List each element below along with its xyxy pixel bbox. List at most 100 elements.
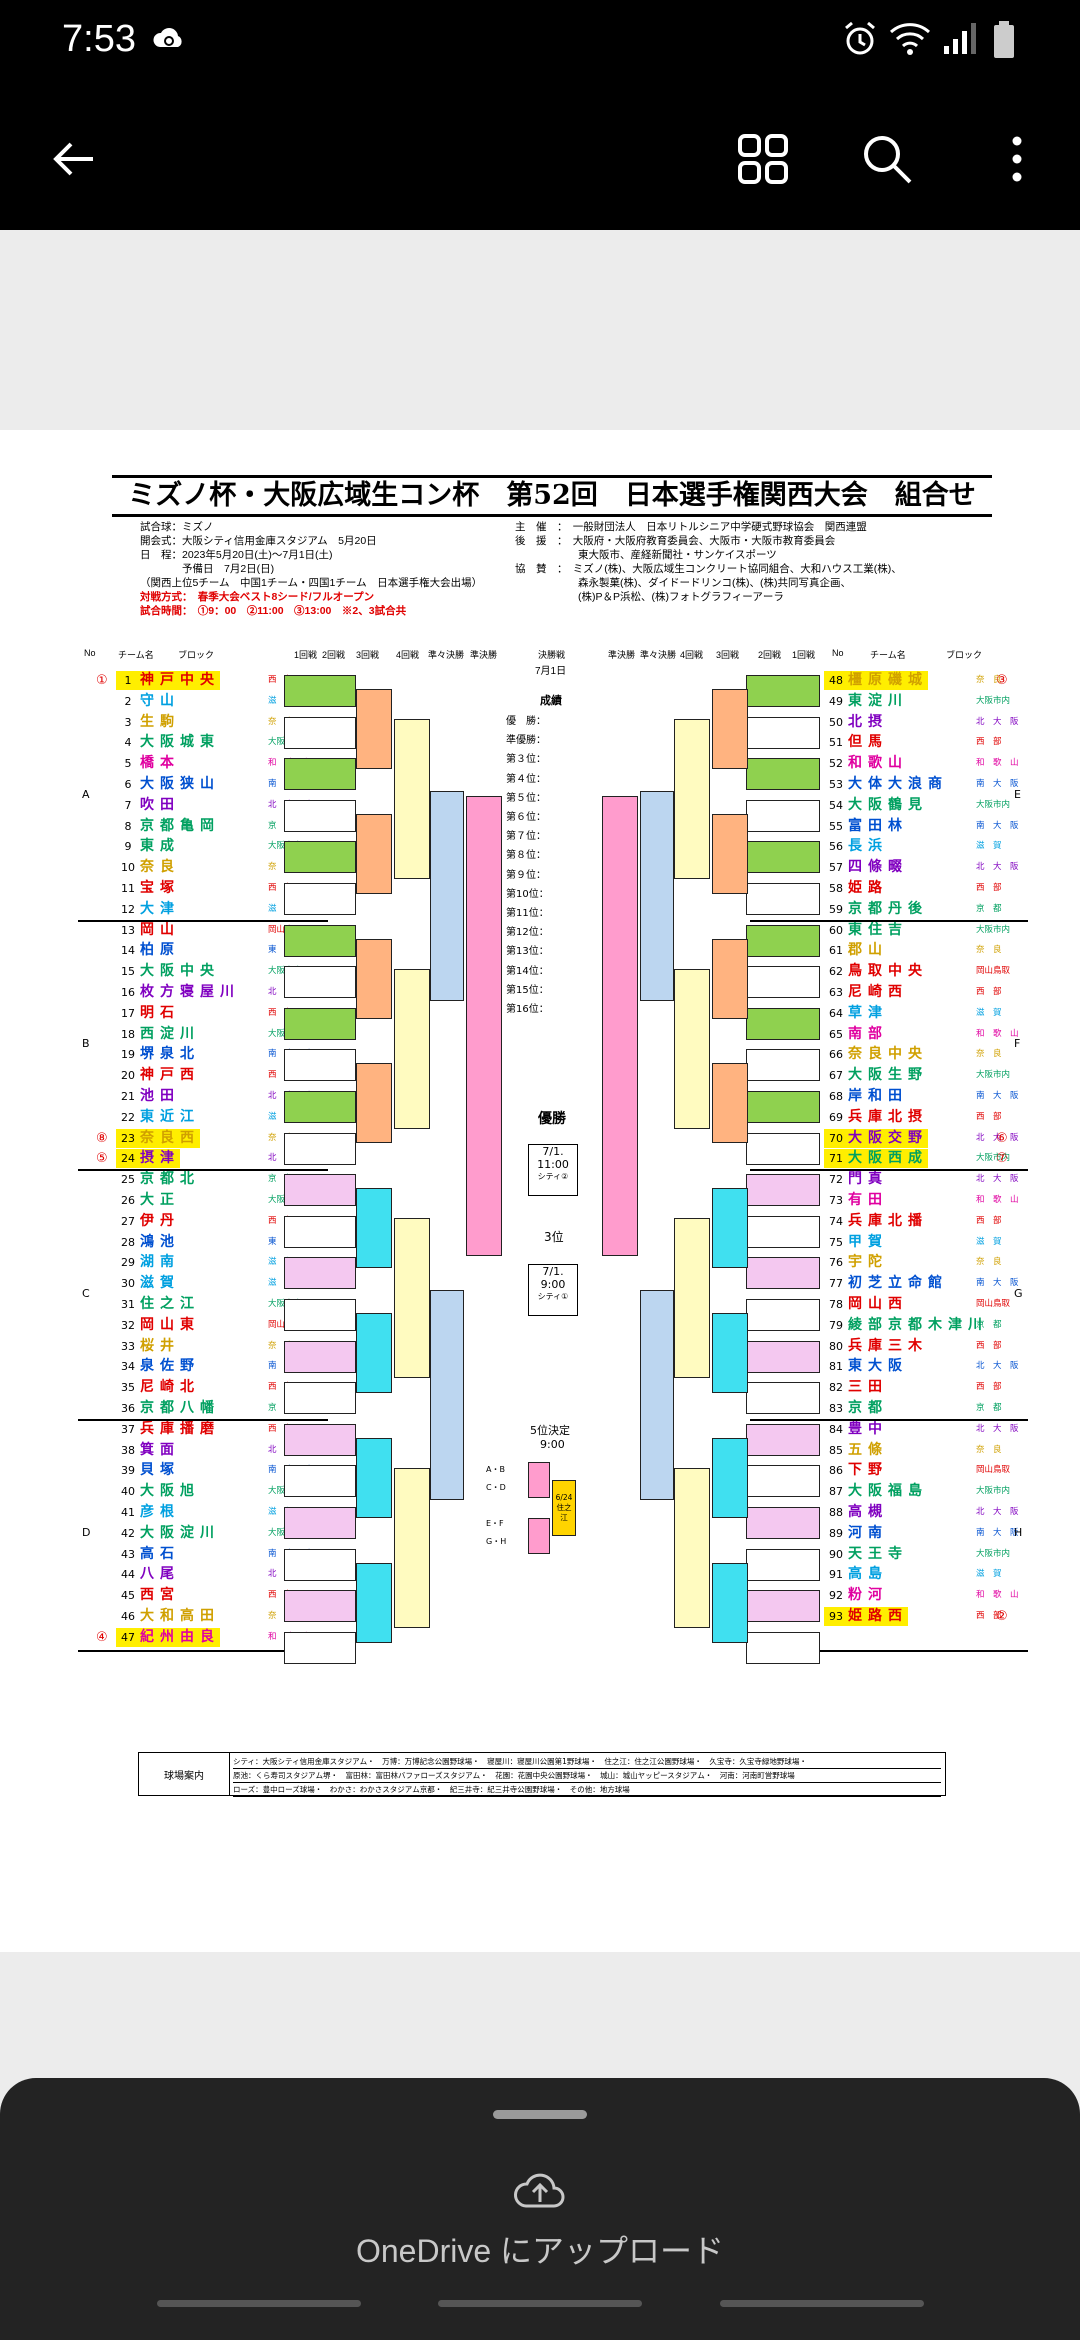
team-number: 66 xyxy=(829,1048,843,1062)
grid-view-button[interactable] xyxy=(728,124,798,194)
team-name: 岸和田 xyxy=(848,1088,908,1104)
team-name: 東住吉 xyxy=(848,921,908,938)
champion-line: 11:00 xyxy=(537,1158,569,1171)
search-button[interactable] xyxy=(852,124,922,194)
nav-indicator-left xyxy=(157,2300,361,2307)
round-header-left: 3回戦 xyxy=(356,650,380,660)
team-name: 岡山 xyxy=(140,921,180,938)
team-block: 滋 賀 xyxy=(268,695,294,706)
team-number: 2 xyxy=(124,694,132,708)
block-separator-left xyxy=(78,1418,328,1421)
match-box-r1 xyxy=(284,1215,356,1248)
match-box-r3 xyxy=(356,1437,392,1518)
more-options-button[interactable] xyxy=(982,124,1052,194)
back-button[interactable] xyxy=(38,124,108,194)
sheet-handle[interactable] xyxy=(493,2110,587,2119)
team-number: 7 xyxy=(124,798,132,812)
round-header-right: 1回戦 xyxy=(792,650,816,660)
onedrive-upload-button[interactable]: OneDrive にアップロード xyxy=(355,2233,725,2269)
team-block: 奈 良 xyxy=(268,1340,294,1351)
match-box-r1-right xyxy=(746,1340,820,1373)
match-box-r3 xyxy=(356,938,392,1019)
bracket-bottom-right xyxy=(750,1649,1028,1652)
team-number: 47 xyxy=(116,1627,140,1647)
team-number: 28 xyxy=(121,1235,135,1249)
team-block: 岡山鳥取 xyxy=(976,1299,1011,1309)
team-block: 奈 良 xyxy=(268,862,294,873)
team-name: 高島 xyxy=(848,1566,888,1583)
wifi-icon xyxy=(889,23,931,55)
seed-mark: ⑥ xyxy=(996,1130,1008,1146)
match-box-r1-right xyxy=(746,1590,820,1623)
